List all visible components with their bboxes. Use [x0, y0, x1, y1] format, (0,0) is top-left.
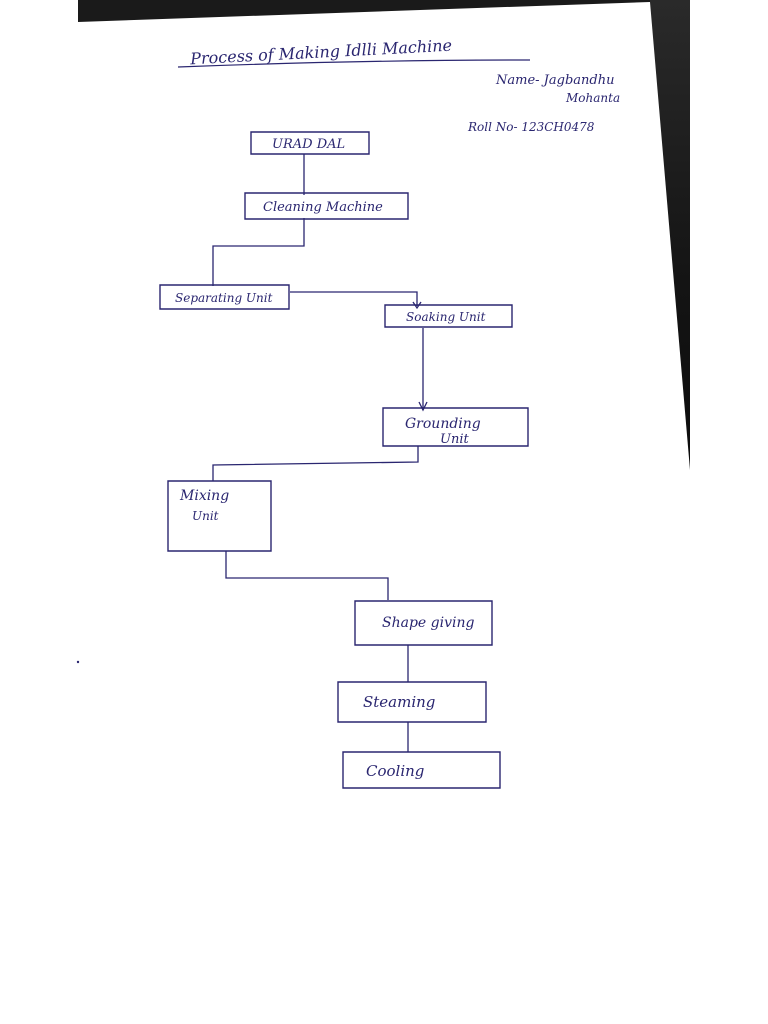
label-grounding-line2: Unit: [440, 432, 469, 447]
connector-grounding-mixing: [212, 446, 419, 481]
box-separating: [159, 284, 290, 310]
label-separating: Separating Unit: [175, 291, 273, 305]
stray-dot: [76, 660, 80, 664]
arrowhead-soaking: [412, 301, 422, 310]
label-grounding: Grounding: [405, 416, 481, 432]
box-cooling: [342, 751, 501, 789]
connector-separating-soaking: [290, 291, 418, 306]
label-steaming: Steaming: [363, 693, 435, 711]
connector-cleaning-separating: [212, 218, 305, 286]
box-soaking: [384, 304, 513, 328]
box-urad-dal: [250, 131, 370, 155]
label-shape-giving: Shape giving: [382, 615, 474, 631]
box-cleaning: [244, 192, 409, 220]
paper-sheet: [78, 2, 690, 1024]
box-grounding: [382, 407, 529, 447]
roll-number: Roll No- 123CH0478: [467, 120, 595, 134]
author-name: Name- Jagbandhu: [495, 73, 614, 88]
connectors: [212, 154, 428, 752]
box-mixing: [167, 480, 272, 552]
connector-mixing-shape: [225, 551, 389, 600]
title-underline: [177, 59, 531, 68]
box-shape-giving: [354, 600, 493, 646]
box-steaming: [337, 681, 487, 723]
arrowhead-grounding: [418, 401, 428, 412]
label-cleaning: Cleaning Machine: [263, 200, 383, 215]
label-soaking: Soaking Unit: [406, 310, 486, 324]
label-urad-dal: URAD DAL: [272, 137, 345, 152]
author-name-line2: Mohanta: [565, 91, 620, 105]
label-cooling: Cooling: [366, 762, 424, 780]
label-mixing-line2: Unit: [192, 509, 219, 523]
label-mixing: Mixing: [179, 488, 229, 504]
